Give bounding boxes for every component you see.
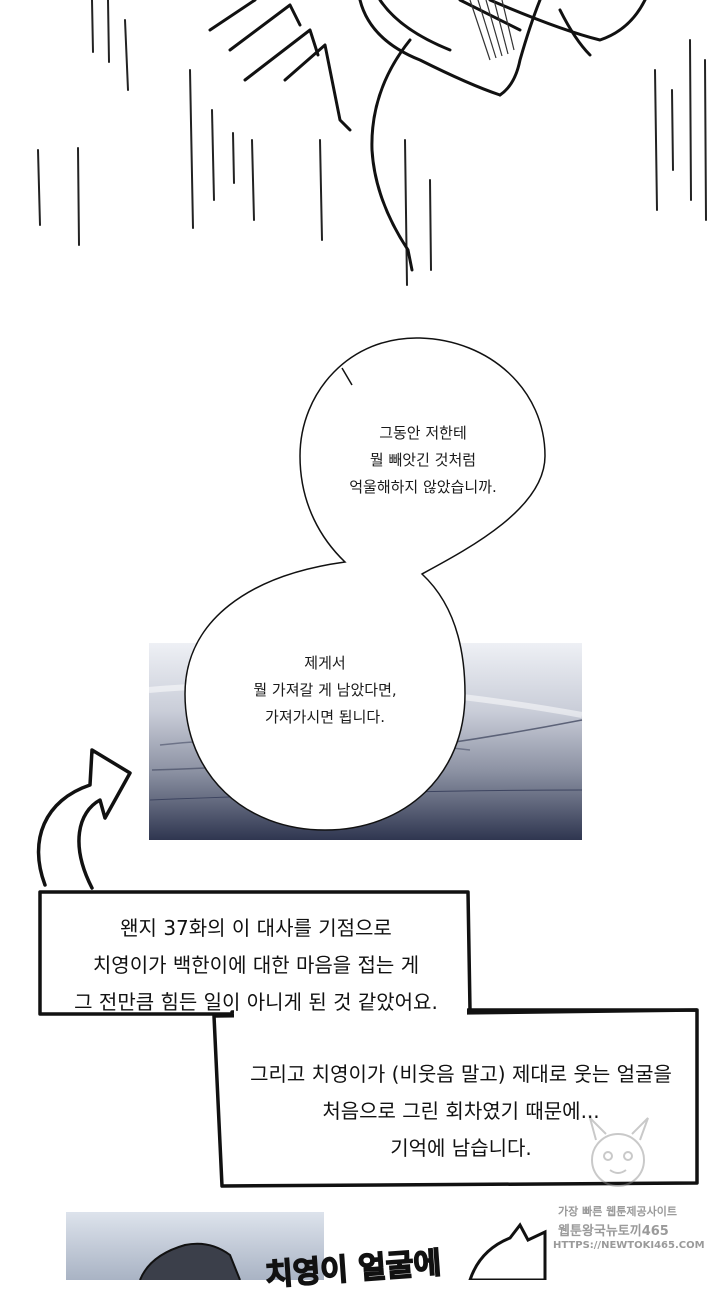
watermark-line-2: 웹툰왕국뉴토끼465 (558, 1224, 669, 1239)
note-line: 치영이가 백한이에 대한 마음을 접는 게 (92, 953, 420, 977)
author-note-second: 그리고 치영이가 (비웃음 말고) 제대로 웃는 얼굴을 처음으로 그린 회차였… (226, 1056, 696, 1167)
note-line: 그리고 치영이가 (비웃음 말고) 제대로 웃는 얼굴을 (250, 1062, 672, 1086)
speech-line: 제게서 (304, 654, 346, 672)
note-line: 기억에 남습니다. (390, 1136, 532, 1160)
speed-lines (37, 0, 707, 286)
speech-bubble-bottom: 제게서 뭘 가져갈 게 남았다면, 가져가시면 됩니다. (205, 650, 445, 731)
speech-line: 뭘 가져갈 게 남았다면, (253, 681, 397, 699)
speech-bubble-top: 그동안 저한테 뭘 빼앗긴 것처럼 억울해하지 않았습니까. (308, 420, 538, 501)
watermark-line-1: 가장 빠른 웹툰제공사이트 (558, 1205, 677, 1218)
watermark-line-3: HTTPS://NEWTOKI465.COM (553, 1240, 705, 1251)
arrow-icon (36, 748, 132, 890)
speech-line: 억울해하지 않았습니까. (349, 478, 497, 496)
author-note-first: 왠지 37화의 이 대사를 기점으로 치영이가 백한이에 대한 마음을 접는 게… (44, 910, 468, 1021)
character-sketch (208, 0, 647, 272)
speech-line: 뭘 빼앗긴 것처럼 (369, 451, 477, 469)
note-line: 처음으로 그린 회차였기 때문에... (322, 1099, 600, 1123)
speech-line: 가져가시면 됩니다. (265, 708, 385, 726)
note-box-2 (212, 1008, 699, 1188)
note-line: 왠지 37화의 이 대사를 기점으로 (120, 916, 392, 940)
speech-line: 그동안 저한테 (379, 424, 467, 442)
note-box-1 (38, 890, 472, 1016)
speech-balloon (184, 337, 546, 831)
watermark-mascot-icon (588, 1114, 649, 1187)
note-line: 그 전만큼 힘든 일이 아니게 된 것 같았어요. (74, 990, 438, 1014)
